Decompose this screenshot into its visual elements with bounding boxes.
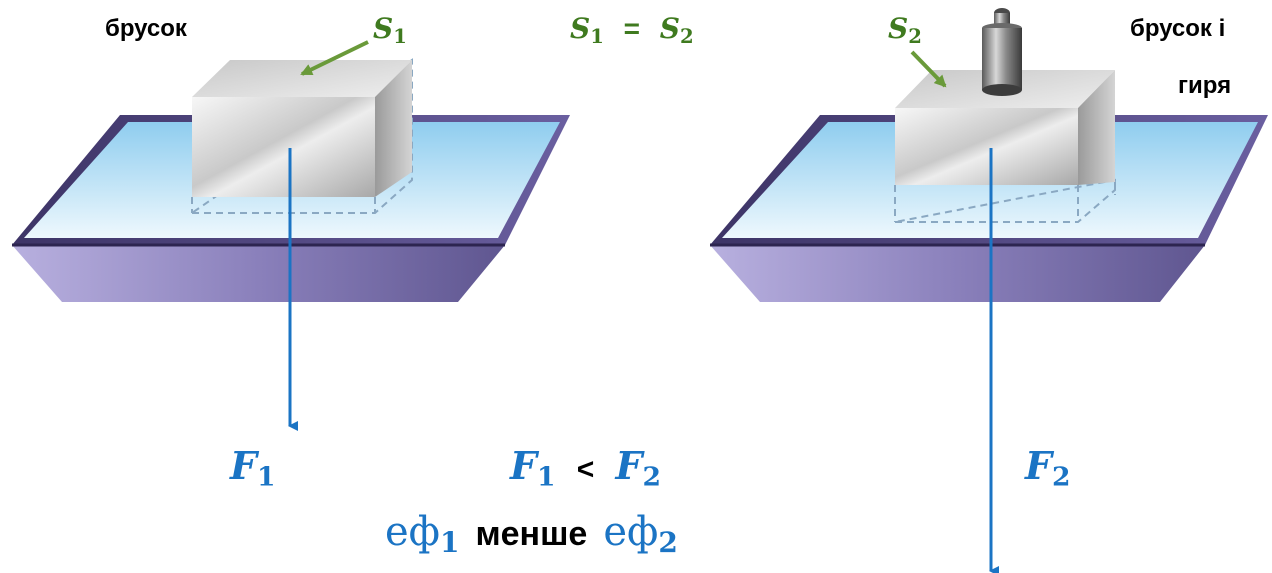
s1-label: S1 bbox=[373, 12, 407, 48]
f1-label: F1 bbox=[230, 443, 276, 493]
block-right-label-line1: брусок і bbox=[1130, 15, 1226, 42]
weight-icon bbox=[982, 8, 1022, 96]
block-left-label: брусок bbox=[105, 15, 187, 42]
left-block bbox=[188, 58, 413, 214]
s2-label: S2 bbox=[888, 12, 922, 48]
block-right-label-line2: гиря bbox=[1178, 72, 1232, 99]
s1-pointer-arrow bbox=[300, 40, 369, 76]
s2-pointer-arrow bbox=[910, 50, 947, 88]
s-equality: S1 = S2 bbox=[570, 12, 694, 48]
f-comparison: F1 < F2 bbox=[510, 443, 661, 493]
force-caption: еф1 менше еф2 bbox=[385, 509, 678, 559]
f2-label: F2 bbox=[1025, 443, 1071, 493]
